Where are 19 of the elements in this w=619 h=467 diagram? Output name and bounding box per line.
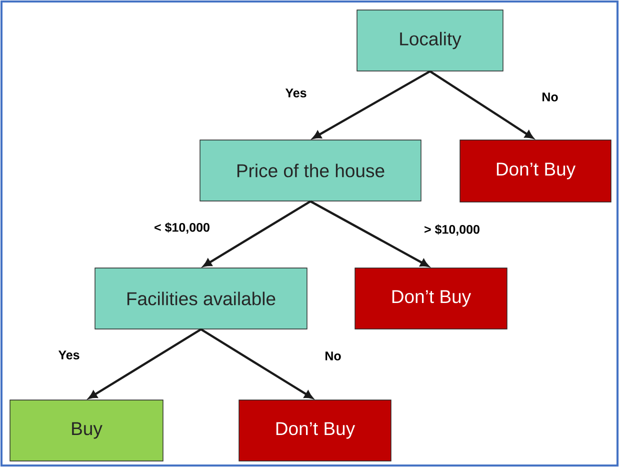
edge-label: No [542, 92, 558, 102]
arrow [310, 200, 429, 267]
arrow [312, 70, 431, 139]
arrow [429, 70, 534, 139]
decision-box: Locality [356, 10, 504, 72]
outcome-box: Don’t Buy [354, 268, 508, 330]
arrow [200, 328, 313, 399]
outcome-box: Buy [10, 400, 164, 462]
edge-label: Yes [285, 88, 306, 98]
decision-box: Facilities available [94, 268, 308, 330]
arrow [203, 200, 312, 267]
outcome-box: Don’t Buy [238, 400, 392, 462]
outcome-box: Don’t Buy [460, 140, 612, 202]
edge-label: No [326, 352, 341, 360]
decision-box: Price of the house [200, 140, 422, 202]
edge-label: < $10,000 [154, 222, 210, 234]
edge-label: Yes [58, 350, 80, 360]
arrow [88, 328, 202, 399]
edge-label: > $10,000 [424, 224, 480, 236]
